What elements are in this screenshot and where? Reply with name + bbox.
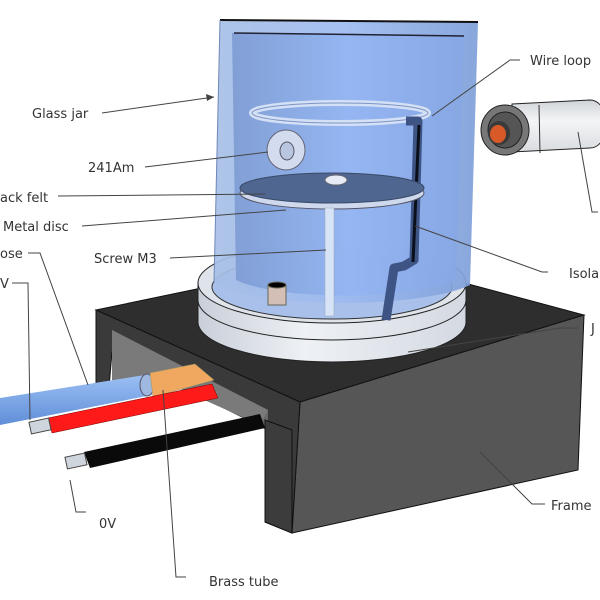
hose (0, 375, 152, 425)
black-wire-tip (64, 452, 88, 470)
label-hv: V (0, 277, 9, 292)
label-metal-disc: Metal disc (3, 220, 69, 235)
label-black-felt: ack felt (0, 191, 48, 206)
am241-source (266, 129, 306, 171)
label-hose: ose (0, 247, 23, 262)
leader-brass (162, 389, 186, 578)
label-screw-m3: Screw M3 (94, 252, 157, 267)
brass-insert (267, 281, 287, 306)
felt-disc (239, 172, 425, 210)
black-wire (84, 414, 265, 468)
leader-glass-jar (101, 96, 215, 114)
label-jar-holder: J (590, 322, 595, 337)
screw-m3 (324, 207, 335, 317)
leader-0v (69, 479, 86, 513)
leader-frame (479, 451, 545, 505)
label-241am: 241Am (88, 161, 134, 176)
frame-leg-side (264, 419, 293, 534)
label-isolation: Isola (569, 267, 599, 282)
glass-jar (213, 19, 479, 303)
leader-wire-loop (431, 59, 520, 117)
label-wire-loop: Wire loop (530, 54, 591, 69)
label-frame: Frame (551, 499, 592, 514)
isolation-wire (381, 116, 423, 321)
cables (0, 363, 265, 470)
sensor-cylinder (480, 99, 600, 156)
brass-tube (149, 363, 215, 398)
label-0v: 0V (99, 517, 116, 532)
label-glass-jar: Glass jar (32, 107, 89, 122)
red-wire-tip (28, 417, 52, 435)
label-brass-tube: Brass tube (209, 575, 279, 590)
